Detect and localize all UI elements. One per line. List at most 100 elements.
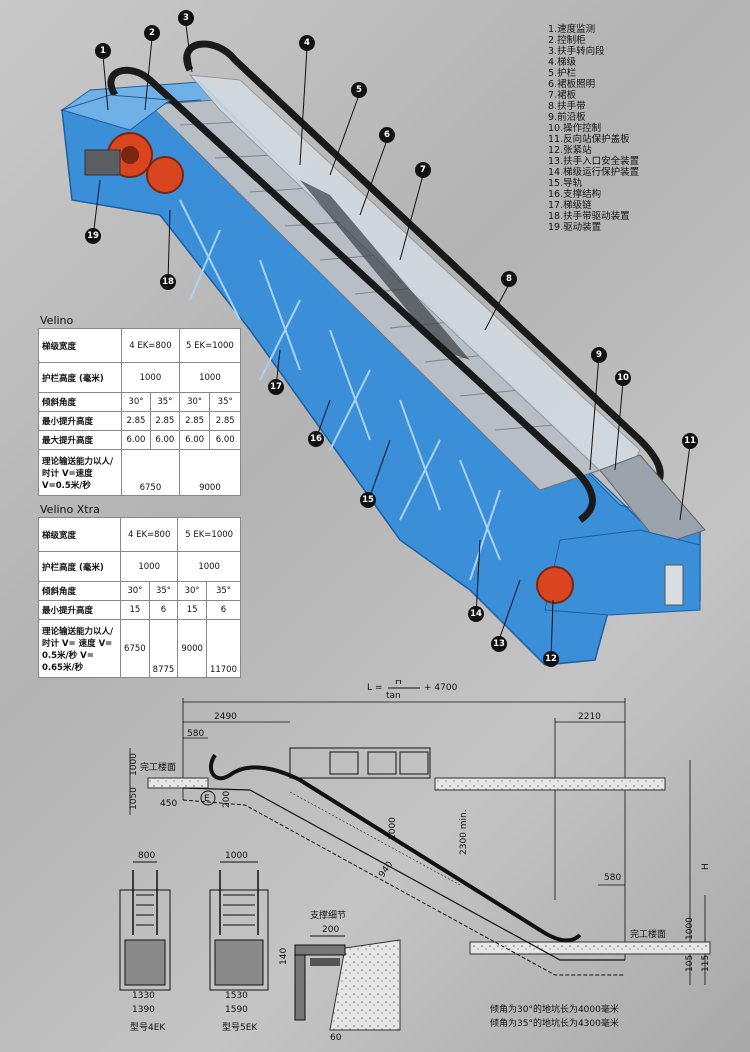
callout-1: 1	[95, 43, 111, 59]
legend-item: 15.导轨	[548, 178, 583, 189]
section-5ek-inner: 1530	[225, 991, 248, 1001]
callout-3: 3	[178, 10, 194, 26]
legend-item: 6.裙板照明	[548, 79, 596, 90]
floor-label-lower: 完工楼面	[630, 928, 666, 940]
velino-spec-table: 梯级宽度 4 EK=800 5 EK=1000 护栏高度 (毫米) 1000 1…	[38, 328, 242, 496]
callout-12: 12	[543, 651, 559, 667]
section-5ek	[209, 861, 269, 991]
dim-2210: 2210	[578, 712, 601, 722]
legend-item: 11.反向站保护盖板	[548, 134, 630, 145]
technical-drawing: L = H tan + 4700 2490 2210 580 580 450 2…	[119, 680, 711, 1043]
legend-item: 17.梯级链	[548, 200, 592, 211]
support-detail-title: 支撑细节	[310, 909, 346, 921]
legend-item: 5.护栏	[548, 68, 577, 79]
truss-lattice	[179, 199, 501, 581]
drive-motor	[84, 132, 184, 194]
callout-14: 14	[468, 606, 484, 622]
callout-9: 9	[591, 347, 607, 363]
pit-note-35: 倾角为35°的地坑长为4300毫米	[490, 1017, 619, 1029]
section-5ek-label: 型号5EK	[222, 1022, 258, 1033]
legend-item: 19.驱动装置	[548, 222, 602, 233]
point-e-marker	[200, 790, 216, 806]
dim-580-top: 580	[187, 729, 204, 739]
width-label: 梯级宽度	[38, 328, 122, 363]
legend-item: 1.速度监测	[548, 24, 596, 35]
velino-xtra-title: Velino Xtra	[40, 503, 100, 516]
callout-8: 8	[501, 271, 517, 287]
callout-7: 7	[415, 162, 431, 178]
dim-2490: 2490	[214, 712, 237, 722]
legend-item: 18.扶手带驱动装置	[548, 211, 630, 222]
legend-item: 16.支撑结构	[548, 189, 602, 200]
upper-floor-slab-right	[434, 777, 666, 791]
legend-item: 12.张紧站	[548, 145, 592, 156]
dim-940: 940	[377, 860, 395, 880]
dim-60: 60	[330, 1033, 342, 1043]
legend-item: 9.前沿板	[548, 112, 586, 123]
dim-1000-diag: 1000	[388, 817, 398, 840]
legend-item: 4.梯级	[548, 57, 577, 68]
balustrade-panels	[289, 747, 431, 779]
dim-200-support: 200	[322, 925, 339, 935]
point-e-label: E	[204, 794, 210, 804]
dim-1000-right: 1000	[685, 917, 695, 940]
section-5ek-width: 1000	[225, 851, 248, 861]
callout-15: 15	[360, 492, 376, 508]
leader-lines	[92, 24, 691, 661]
tension-station	[536, 566, 574, 604]
section-4ek-inner: 1330	[132, 991, 155, 1001]
section-5ek-outer: 1590	[225, 1005, 248, 1015]
dim-450: 450	[160, 799, 177, 809]
legend-item: 2.控制柜	[548, 35, 586, 46]
callout-5: 5	[351, 82, 367, 98]
legend-item: 13.扶手入口安全装置	[548, 156, 640, 167]
dim-1150: 1150	[701, 949, 711, 972]
callout-16: 16	[308, 431, 324, 447]
dim-H: H	[701, 863, 711, 870]
section-4ek-label: 型号4EK	[130, 1022, 166, 1033]
callout-18: 18	[160, 274, 176, 290]
dim-580-right: 580	[604, 873, 621, 883]
callout-4: 4	[299, 35, 315, 51]
legend-item: 8.扶手带	[548, 101, 586, 112]
callout-2: 2	[144, 25, 160, 41]
floor-label-upper: 完工楼面	[140, 761, 176, 773]
dim-140: 140	[279, 948, 289, 965]
velino-title: Velino	[40, 314, 74, 327]
skirt-panel	[300, 180, 470, 360]
legend-item: 7.裙板	[548, 90, 577, 101]
legend-item: 3.扶手转向段	[548, 46, 605, 57]
formula-l: L =	[367, 683, 382, 693]
section-4ek-outer: 1390	[132, 1005, 155, 1015]
legend-item: 14.梯级运行保护装置	[548, 167, 640, 178]
legend-item: 10.操作控制	[548, 123, 602, 134]
upper-machine-room	[60, 94, 172, 131]
component-legend: 1.速度监测 2.控制柜 3.扶手转向段 4.梯级 5.护栏 6.裙板照明 7.…	[548, 24, 748, 233]
section-4ek	[119, 861, 171, 991]
pit-note-30: 倾角为30°的地坑长为4000毫米	[490, 1003, 619, 1015]
callout-19: 19	[85, 228, 101, 244]
dim-200: 200	[222, 791, 232, 808]
callout-6: 6	[379, 127, 395, 143]
formula-h: H	[395, 680, 402, 687]
velino-xtra-spec-table: 梯级宽度 4 EK=800 5 EK=1000 护栏高度 (毫米) 1000 1…	[37, 517, 242, 678]
formula-tan: tan	[386, 691, 401, 701]
formula-plus: + 4700	[424, 683, 458, 693]
dim-1050-right: 1050	[685, 949, 695, 972]
upper-floor-slab	[147, 777, 209, 789]
escalator-illustration	[60, 24, 706, 666]
dim-1000-left: 1000	[129, 753, 139, 776]
lower-floor-slab	[469, 941, 711, 955]
callout-17: 17	[268, 379, 284, 395]
dim-1050-left: 1050	[129, 787, 139, 810]
callout-13: 13	[491, 636, 507, 652]
control-box	[664, 564, 684, 606]
dim-2300: 2300 min.	[459, 809, 469, 855]
callout-11: 11	[682, 433, 698, 449]
support-detail	[294, 935, 401, 1031]
lower-landing-cover	[599, 454, 706, 546]
section-4ek-width: 800	[138, 851, 155, 861]
callout-10: 10	[615, 370, 631, 386]
lower-pit	[544, 529, 701, 616]
handrail-left	[107, 66, 596, 523]
